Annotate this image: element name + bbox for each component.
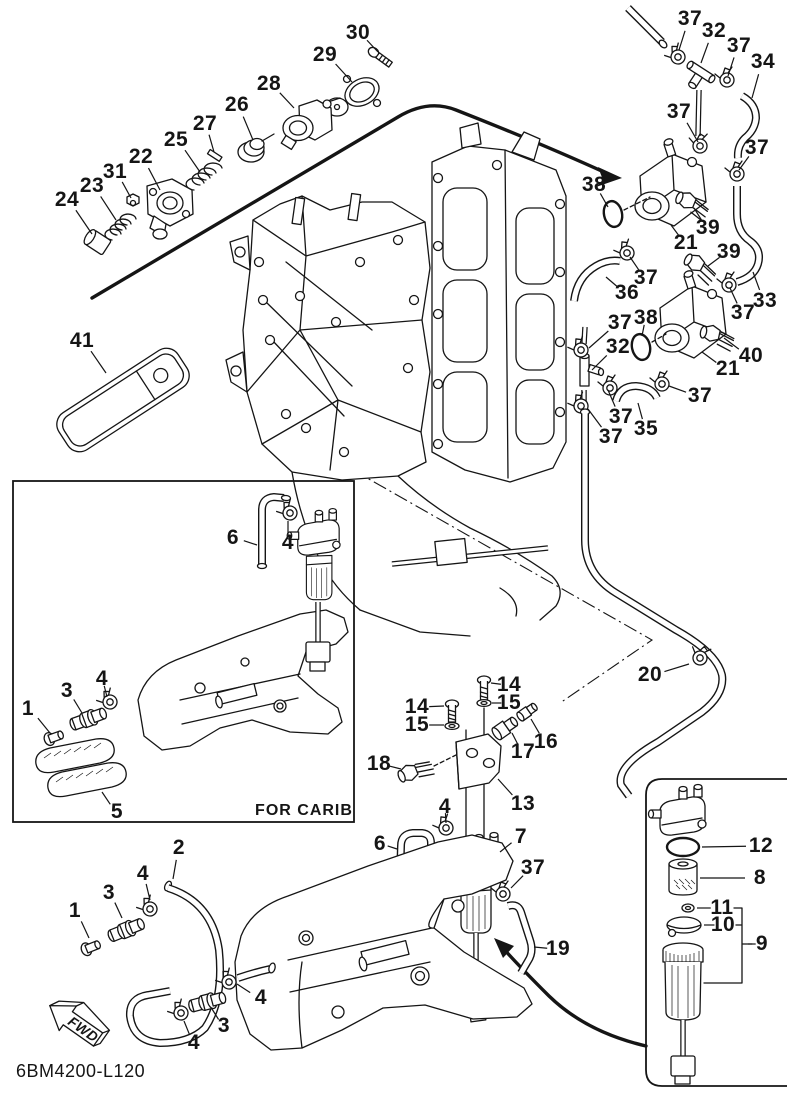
- inset-caption: FOR CARIB: [255, 802, 353, 819]
- inset-filter: [256, 492, 341, 672]
- bushing-16: [516, 702, 538, 722]
- reference-arrow-upper: [90, 104, 622, 300]
- bracket-22: [146, 178, 194, 240]
- seal-ring-11: [681, 903, 695, 913]
- reference-arrow-lower: [494, 938, 648, 1048]
- engine-block: [225, 122, 567, 637]
- filter-element-8: [668, 858, 698, 896]
- filter-detail-box: [645, 778, 787, 1087]
- fuel-lines-mid: [565, 326, 670, 417]
- fuel-hoses-upper: [570, 5, 763, 302]
- screw-30: [367, 46, 393, 68]
- spring-25: [185, 162, 223, 191]
- o-ring-12: [665, 836, 701, 858]
- fwd-arrow: FWD: [49, 1000, 111, 1047]
- inset-connector-parts: [35, 686, 127, 798]
- gasket-29: [344, 77, 380, 107]
- inset-bracket: [137, 609, 349, 751]
- bolt-18: [397, 761, 435, 783]
- joint-32-upper: [686, 60, 716, 90]
- cap-24: [83, 229, 112, 256]
- spring-23: [104, 213, 137, 241]
- plate-41: [56, 347, 190, 453]
- bolt-14-right: [476, 675, 492, 701]
- drawing-code: 6BM4200-L120: [16, 1061, 145, 1081]
- filter-bracket-assembly: [397, 675, 538, 867]
- float-10: [666, 916, 702, 938]
- washer-15-left: [444, 721, 460, 731]
- filter-cup-9: [662, 942, 704, 1085]
- leader-lines: [37, 30, 761, 1035]
- fuel-pump-lower: [630, 249, 737, 362]
- washer-15-right: [476, 698, 492, 708]
- o-ring-38-lower: [630, 332, 652, 362]
- pump-body-28: [280, 97, 341, 151]
- bolt-14-left: [444, 699, 460, 723]
- spring-cup-26: [237, 133, 275, 163]
- pin-27: [206, 148, 223, 162]
- main-fuel-hose: [579, 408, 727, 799]
- o-ring-38-upper: [602, 199, 624, 229]
- bushing-17: [491, 716, 519, 741]
- fuel-pump-upper: [602, 137, 712, 229]
- fuel-connector-parts-lower: [78, 880, 276, 1048]
- lower-mount-bracket: [234, 834, 533, 1051]
- match-boundary-line: [352, 469, 654, 704]
- mount-rubber-halves: [35, 738, 127, 798]
- inset-box-for-carib: FOR CARIB: [12, 480, 355, 823]
- bracket-13: [455, 733, 502, 790]
- pump-exploded-parts: [83, 46, 393, 256]
